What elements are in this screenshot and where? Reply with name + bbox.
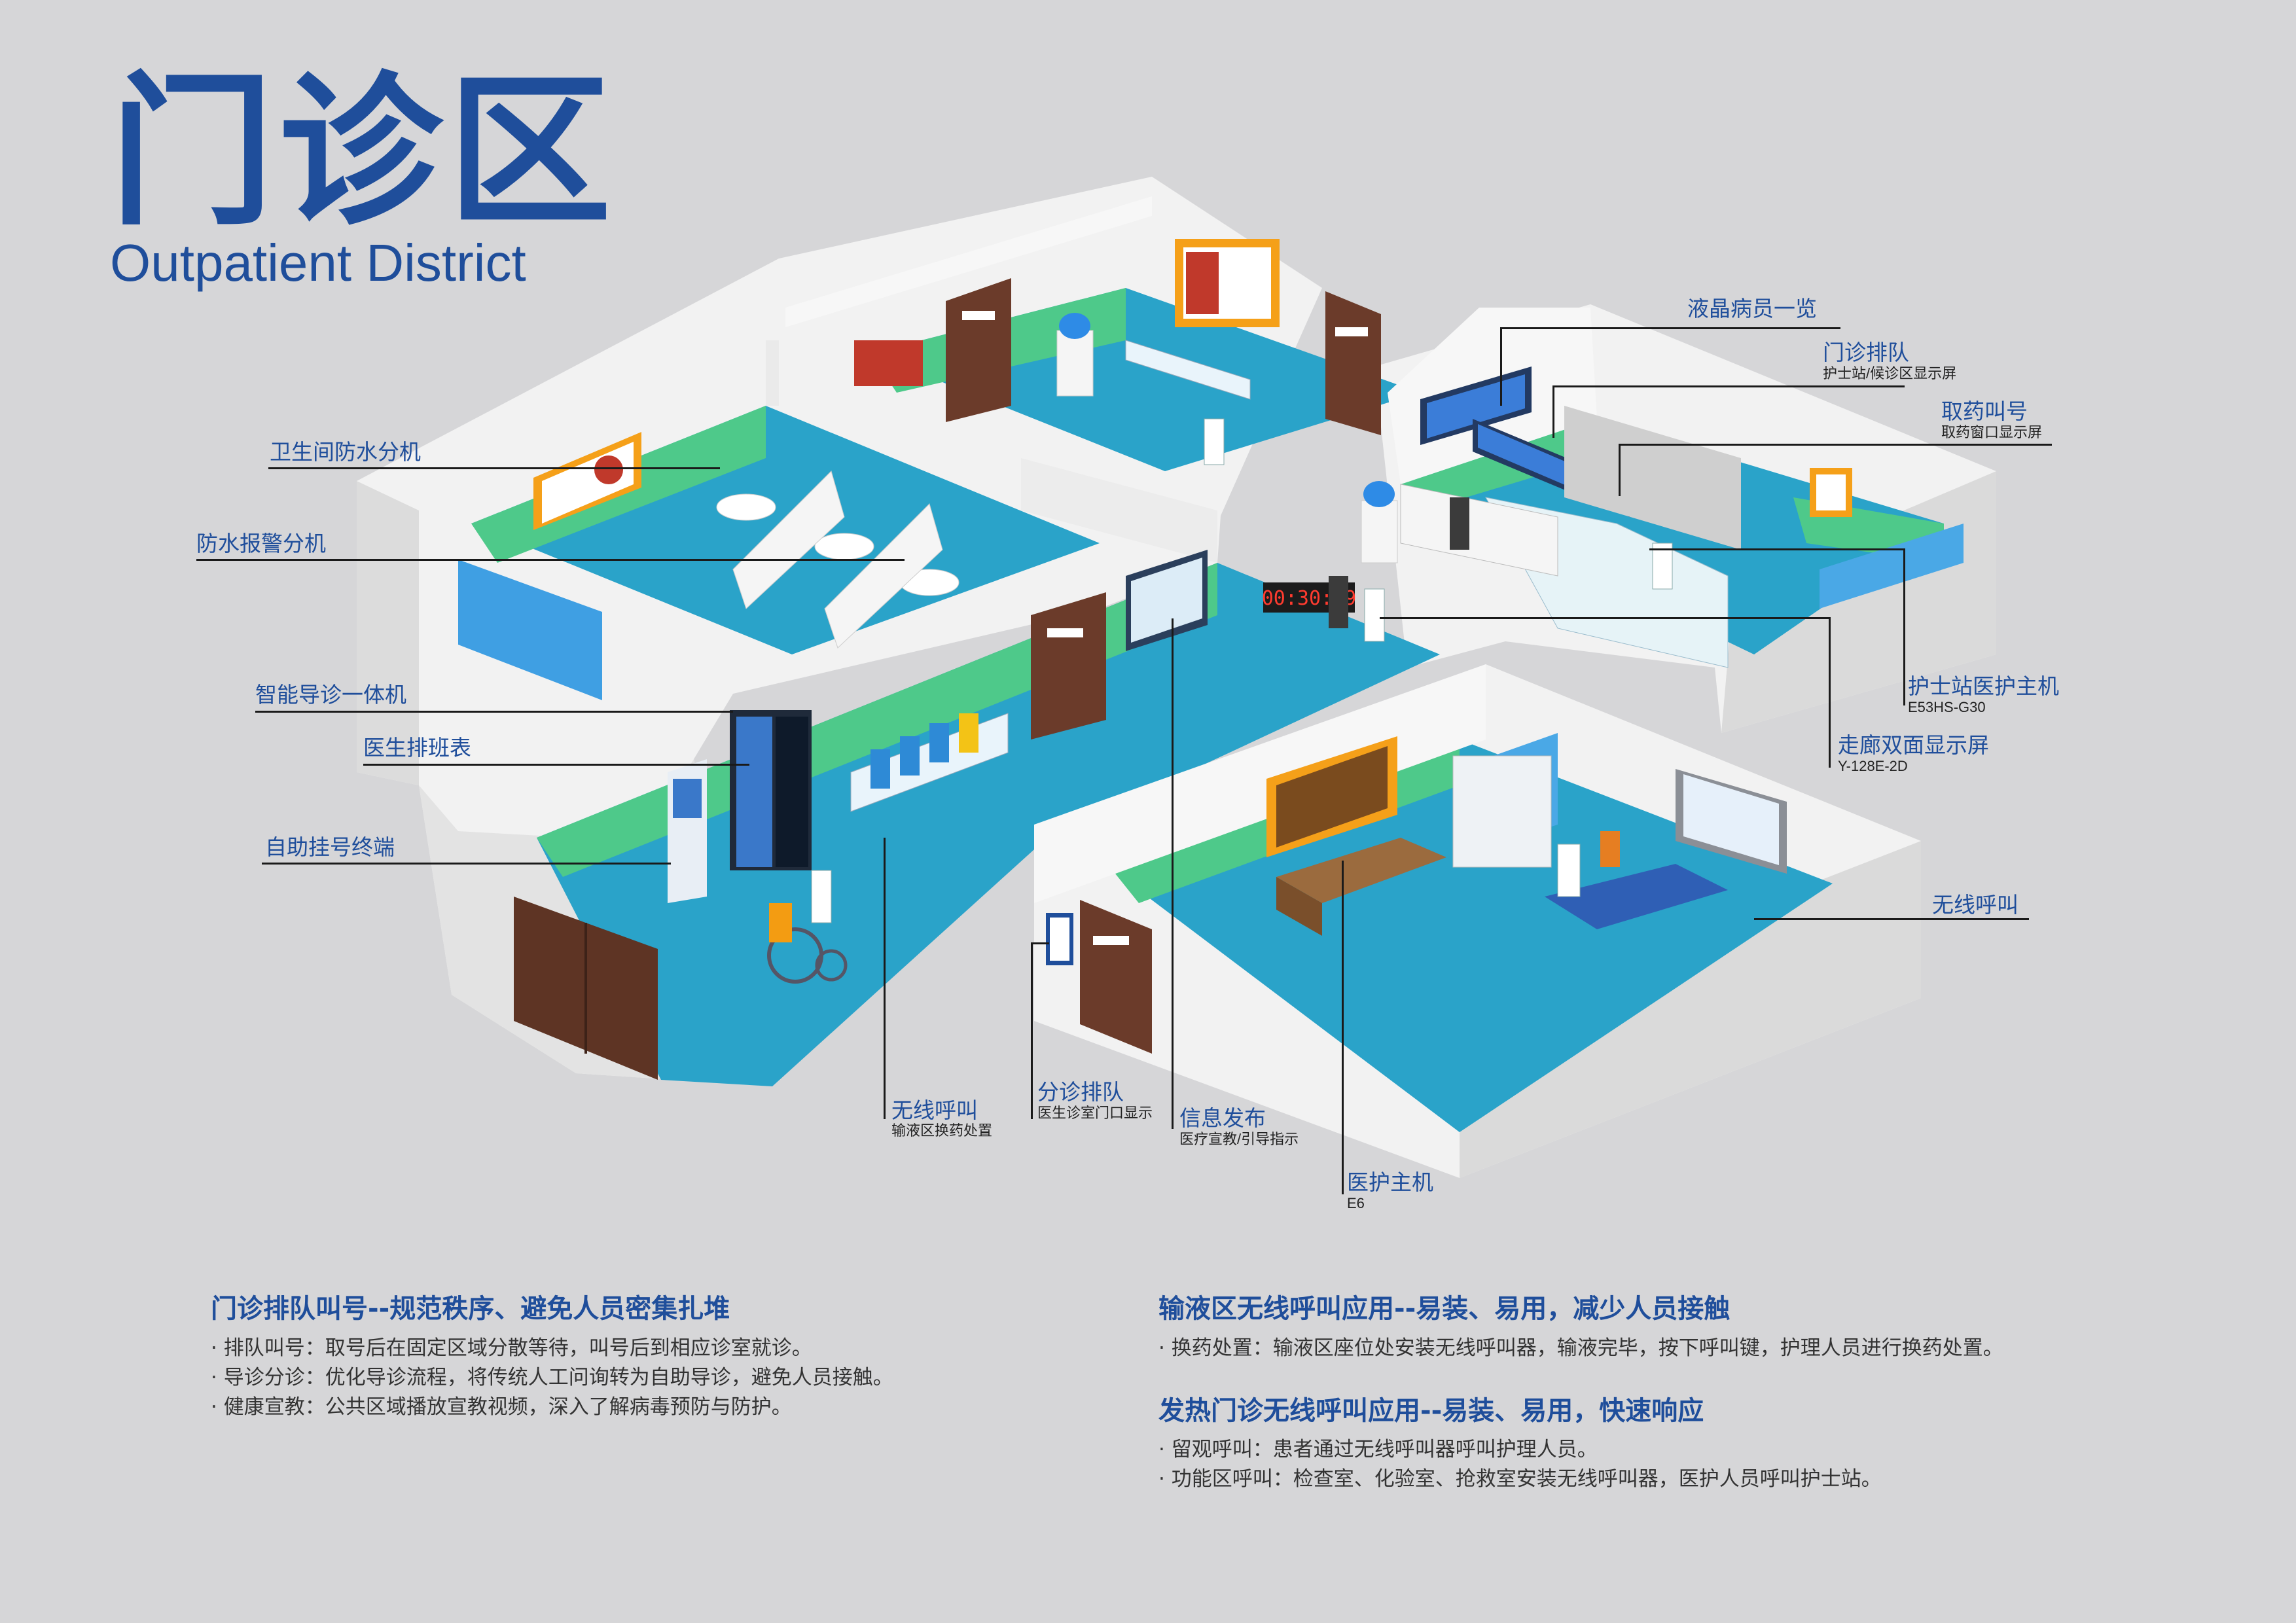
leader-line-nurse-host-v	[1903, 548, 1905, 705]
callout-smart-guide: 智能导诊一体机	[255, 682, 406, 707]
leader-line-nurse-host	[1649, 548, 1905, 550]
callout-nurse-host: 护士站医护主机	[1908, 673, 2059, 699]
callout-self-register: 自助挂号终端	[265, 834, 395, 860]
leader-line-toilet-waterproof	[268, 467, 720, 469]
callout-triage-queue: 分诊排队	[1037, 1079, 1124, 1105]
section-infusion-heading: 输液区无线呼叫应用--易装、易用，减少人员接触	[1158, 1294, 1731, 1324]
callout-waterproof-alarm: 防水报警分机	[196, 531, 326, 556]
section-fever-bullet: · 功能区呼叫：检查室、化验室、抢救室安装无线呼叫器，医护人员呼叫护士站。	[1158, 1467, 1882, 1491]
callout-toilet-waterproof: 卫生间防水分机	[270, 439, 421, 465]
leader-line-triage-queue	[1031, 942, 1033, 1119]
section-queue-bullet: · 健康宣教：公共区域播放宣教视频，深入了解病毒预防与防护。	[211, 1395, 792, 1419]
leader-line-wireless-call-infusion	[884, 838, 886, 1119]
callout-nurse-host-sub: E53HS-G30	[1908, 699, 1986, 715]
callout-wireless-call-infusion-sub: 输液区换药处置	[891, 1122, 993, 1139]
leader-line-triage-queue-h	[1031, 942, 1049, 944]
section-queue-bullet: · 排队叫号：取号后在固定区域分散等待，叫号后到相应诊室就诊。	[211, 1336, 812, 1360]
callout-clinic-queue-sub: 护士站/候诊区显示屏	[1823, 365, 1957, 382]
leader-line-clinic-queue	[1552, 385, 1905, 387]
callout-corridor-display-sub: Y-128E-2D	[1838, 758, 1908, 774]
callout-wireless-call-infusion: 无线呼叫	[891, 1097, 978, 1123]
section-infusion-bullet: · 换药处置：输液区座位处安装无线呼叫器，输液完毕，按下呼叫键，护理人员进行换药…	[1158, 1336, 2003, 1360]
callout-pharmacy-call: 取药叫号	[1941, 399, 2028, 424]
callout-pharmacy-call-sub: 取药窗口显示屏	[1941, 424, 2043, 440]
section-queue-heading: 门诊排队叫号--规范秩序、避免人员密集扎堆	[211, 1294, 730, 1324]
callout-clinic-queue: 门诊排队	[1823, 340, 1909, 365]
leader-line-corridor-display-v	[1829, 617, 1831, 768]
leader-line-corridor-display	[1380, 617, 1830, 619]
page-title: 门诊区	[110, 57, 617, 247]
callout-info-release: 信息发布	[1179, 1105, 1266, 1131]
callout-info-release-sub: 医疗宣教/引导指示	[1179, 1131, 1299, 1147]
screens	[668, 366, 1787, 965]
page-subtitle: Outpatient District	[110, 234, 526, 292]
people	[769, 418, 1673, 942]
callout-wireless-call-right: 无线呼叫	[1932, 892, 2018, 918]
leader-line-waterproof-alarm	[196, 559, 905, 561]
leader-line-doctor-schedule	[363, 764, 749, 766]
callout-doctor-schedule: 医生排班表	[363, 735, 471, 760]
leader-line-clinic-queue-v	[1552, 385, 1554, 438]
leader-line-info-release	[1172, 618, 1174, 1129]
callout-triage-queue-sub: 医生诊室门口显示	[1037, 1105, 1153, 1121]
partition-walls	[766, 196, 1597, 903]
section-queue-bullet: · 导诊分诊：优化导诊流程，将传统人工问询转为自助导诊，避免人员接触。	[211, 1366, 893, 1389]
leader-line-medical-host	[1342, 861, 1344, 1194]
section-fever-bullet: · 留观呼叫：患者通过无线呼叫器呼叫护理人员。	[1158, 1438, 1598, 1461]
leader-line-lcd-patients-v	[1500, 327, 1502, 406]
leader-line-self-register	[262, 863, 671, 865]
callout-medical-host-sub: E6	[1347, 1195, 1365, 1211]
callout-medical-host: 医护主机	[1347, 1169, 1433, 1195]
section-fever-heading: 发热门诊无线呼叫应用--易装、易用，快速响应	[1158, 1396, 1704, 1426]
leader-line-wireless-call-right	[1754, 918, 2029, 920]
notice-boards	[533, 239, 1852, 857]
leader-line-lcd-patients	[1500, 327, 1840, 329]
doors	[514, 278, 1381, 1080]
leader-line-pharmacy-call-v	[1619, 444, 1621, 496]
callout-lcd-patients: 液晶病员一览	[1687, 296, 1817, 321]
callout-corridor-display: 走廊双面显示屏	[1838, 732, 1989, 758]
leader-line-smart-guide	[255, 711, 733, 713]
leader-line-pharmacy-call	[1619, 444, 2052, 446]
